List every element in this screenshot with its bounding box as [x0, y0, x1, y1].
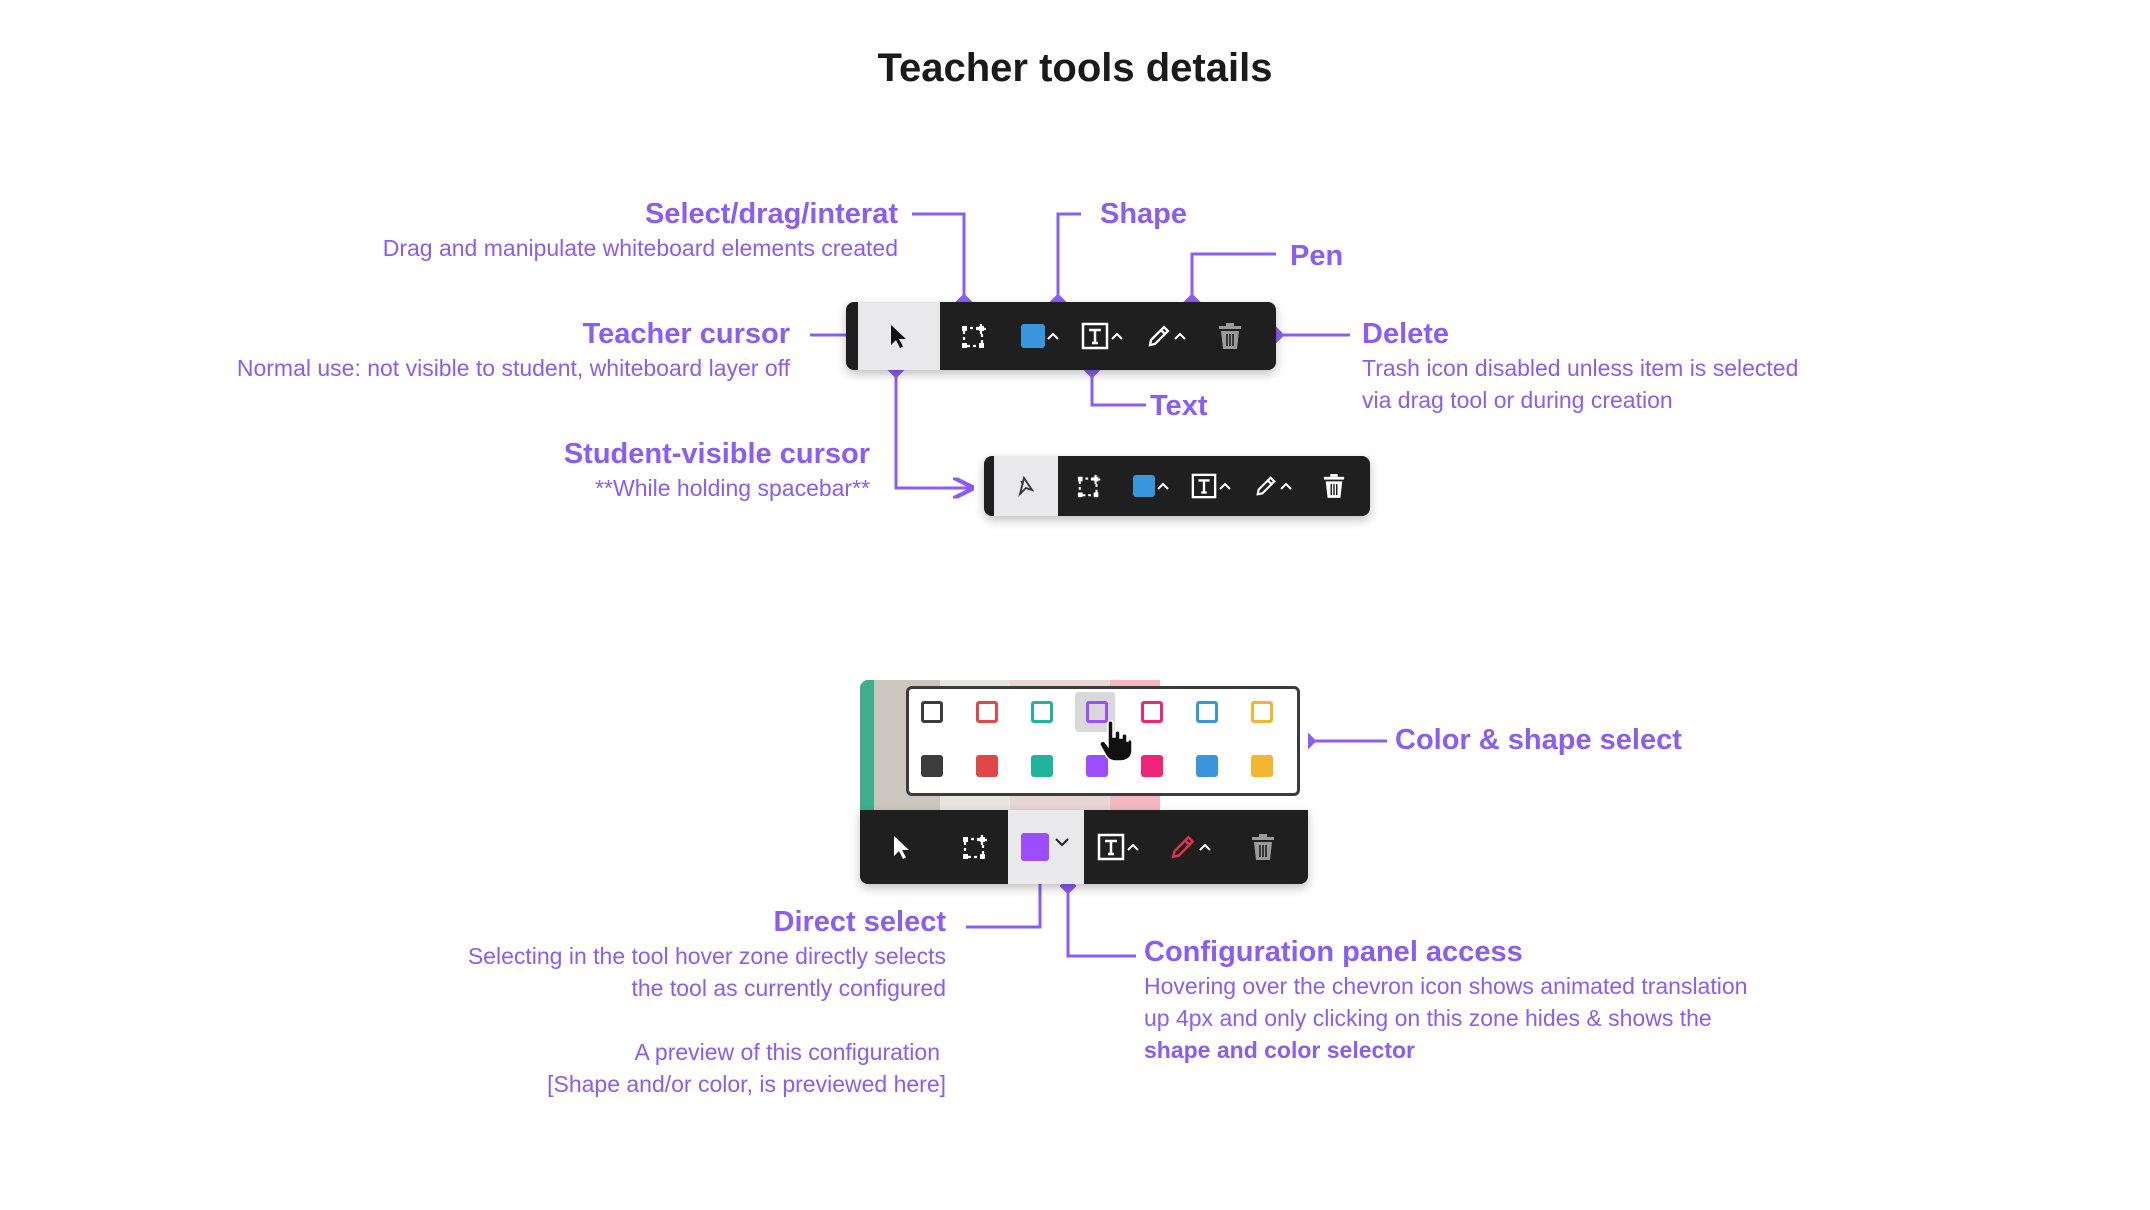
student-cursor-icon [1018, 475, 1035, 497]
select-drag-tool-button[interactable] [944, 810, 1008, 884]
select-drag-tool-button[interactable] [1058, 456, 1122, 516]
select-drag-icon [1077, 474, 1101, 498]
filled-swatch[interactable] [1196, 755, 1218, 777]
student-cursor-description: **While holding spacebar** [595, 475, 870, 501]
config-panel-description-line1: Hovering over the chevron icon shows ani… [1144, 973, 1748, 999]
text-label: Text [1150, 390, 1208, 422]
pen-tool-button[interactable] [1242, 456, 1306, 516]
filled-swatch[interactable] [976, 755, 998, 777]
shape-tool-button[interactable] [1010, 302, 1072, 370]
text-connector [1090, 370, 1146, 407]
chevron-up-icon[interactable] [1109, 330, 1125, 342]
trash-icon [1252, 834, 1274, 860]
hand-pointer-icon [1099, 720, 1133, 762]
shape-square-icon [1133, 475, 1155, 497]
delete-label: Delete [1362, 318, 1450, 350]
delete-tool-button[interactable] [1228, 810, 1298, 884]
text-icon [1191, 473, 1217, 499]
select-drag-connector [912, 212, 966, 302]
direct-select-label: Direct select [773, 906, 947, 938]
text-tool-button[interactable] [1072, 302, 1134, 370]
select-drag-tool-button[interactable] [940, 302, 1010, 370]
pen-label: Pen [1290, 240, 1344, 272]
shape-square-icon[interactable] [1021, 833, 1049, 861]
outline-swatch[interactable] [976, 701, 998, 723]
pen-tool-button[interactable] [1134, 302, 1200, 370]
cursor-tool-button[interactable] [860, 810, 944, 884]
filled-swatch[interactable] [1086, 755, 1108, 777]
config-panel-description-line3: shape and color selector [1144, 1037, 1415, 1063]
filled-swatch[interactable] [1251, 755, 1273, 777]
cursor-tool-button[interactable] [858, 302, 940, 370]
select-drag-description: Drag and manipulate whiteboard elements … [382, 235, 898, 261]
pen-icon [1171, 835, 1195, 859]
pen-icon [1148, 325, 1170, 347]
pen-tool-button[interactable] [1154, 810, 1228, 884]
filled-swatch[interactable] [1031, 755, 1053, 777]
chevron-up-icon[interactable] [1045, 330, 1061, 342]
direct-select-description-line3: A preview of this configuration [634, 1039, 940, 1065]
outline-swatch[interactable] [1141, 701, 1163, 723]
cursor-icon [891, 325, 906, 348]
shape-connector [1056, 212, 1081, 302]
chevron-up-icon[interactable] [1197, 841, 1213, 853]
shape-tool-button[interactable] [1008, 810, 1084, 884]
select-drag-icon [962, 324, 986, 348]
config-toolbar [860, 810, 1308, 884]
outline-swatch[interactable] [1196, 701, 1218, 723]
config-panel-label: Configuration panel access [1144, 936, 1523, 968]
text-icon [1081, 322, 1109, 350]
pen-icon [1256, 476, 1276, 496]
main-toolbar [846, 302, 1276, 370]
direct-select-connector [966, 880, 1042, 929]
pen-connector [1190, 252, 1276, 302]
delete-description-line1: Trash icon disabled unless item is selec… [1362, 355, 1799, 381]
delete-description-line2: via drag tool or during creation [1362, 387, 1673, 413]
chevron-up-icon[interactable] [1125, 841, 1141, 853]
student-cursor-label: Student-visible cursor [563, 438, 870, 470]
trash-icon [1323, 474, 1345, 498]
outline-swatch[interactable] [1031, 701, 1053, 723]
config-panel-background [860, 680, 1308, 810]
text-tool-button[interactable] [1084, 810, 1154, 884]
chevron-up-icon[interactable] [1155, 480, 1171, 492]
outline-swatch[interactable] [1086, 701, 1108, 723]
student-toolbar [984, 456, 1370, 516]
filled-swatch[interactable] [1141, 755, 1163, 777]
select-drag-icon [963, 835, 987, 859]
chevron-up-icon[interactable] [1217, 480, 1233, 492]
shape-square-icon [1021, 324, 1045, 348]
direct-select-description-line4: [Shape and/or color, is previewed here] [547, 1071, 946, 1097]
config-panel-description-line2: up 4px and only clicking on this zone hi… [1144, 1005, 1712, 1031]
delete-tool-button[interactable] [1306, 456, 1362, 516]
teacher-cursor-label: Teacher cursor [582, 318, 790, 350]
student-cursor-connector [894, 370, 970, 488]
shape-tool-button[interactable] [1122, 456, 1182, 516]
chevron-down-icon[interactable] [1053, 835, 1071, 849]
delete-tool-button[interactable] [1200, 302, 1260, 370]
select-drag-label: Select/drag/interat [644, 198, 898, 230]
chevron-up-icon[interactable] [1172, 330, 1188, 342]
shape-label: Shape [1100, 198, 1188, 230]
outline-swatch[interactable] [921, 701, 943, 723]
filled-swatch[interactable] [921, 755, 943, 777]
trash-icon [1219, 323, 1241, 349]
text-tool-button[interactable] [1182, 456, 1242, 516]
page-title: Teacher tools details [877, 46, 1273, 90]
direct-select-description-line2: the tool as currently configured [631, 975, 946, 1001]
cursor-icon [894, 836, 909, 859]
teacher-cursor-description: Normal use: not visible to student, whit… [236, 355, 790, 381]
outline-swatch[interactable] [1251, 701, 1273, 723]
text-icon [1097, 833, 1125, 861]
chevron-up-icon[interactable] [1278, 480, 1294, 492]
config-panel-connector [1066, 888, 1136, 958]
direct-select-description-line1: Selecting in the tool hover zone directl… [467, 943, 946, 969]
color-shape-select-label: Color & shape select [1395, 724, 1682, 756]
student-cursor-tool-button[interactable] [994, 456, 1058, 516]
color-shape-selector [906, 686, 1300, 796]
